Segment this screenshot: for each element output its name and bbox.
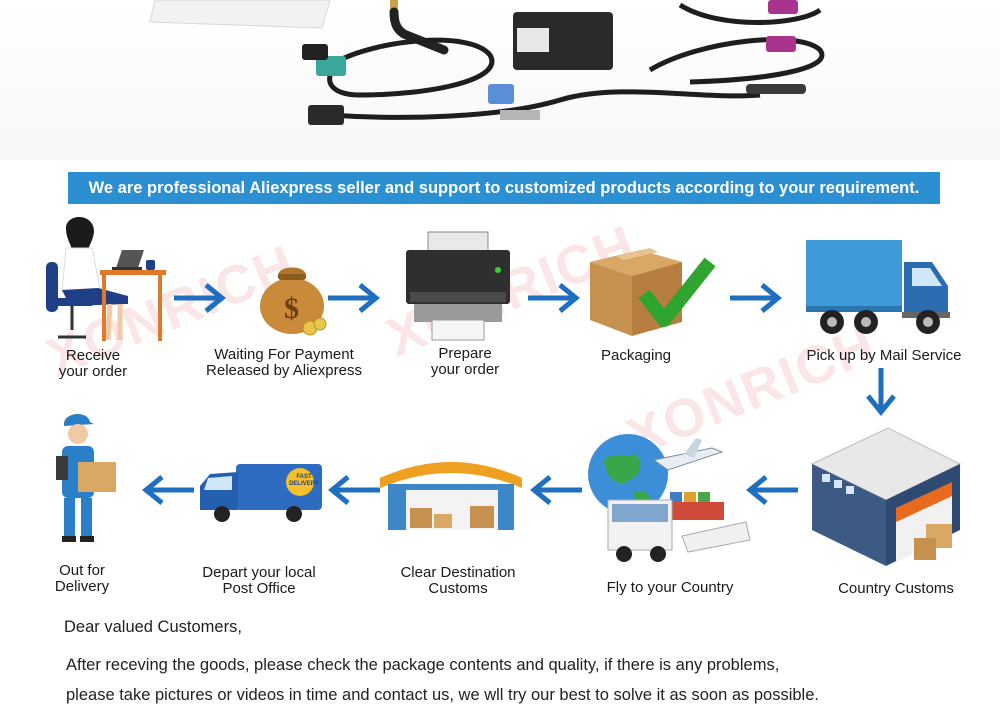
courier-icon <box>56 413 116 542</box>
step-label-payment: Waiting For Payment Released by Aliexpre… <box>206 346 362 379</box>
step-label-pickup: Pick up by Mail Service <box>806 347 962 364</box>
product-photo <box>0 0 1000 160</box>
woman-laptop-icon <box>46 217 166 341</box>
step-label-country-customs: Country Customs <box>838 580 954 597</box>
info-banner: We are professional Aliexpress seller an… <box>68 172 940 204</box>
svg-text:$: $ <box>284 292 299 325</box>
step-label-depart: Depart your local Post Office <box>202 564 316 597</box>
globe-transport-icon <box>588 434 751 562</box>
banner-text: We are professional Aliexpress seller an… <box>88 179 920 197</box>
step-label-packaging: Packaging <box>600 347 672 364</box>
cables-illustration <box>149 0 825 125</box>
arrow-right-icon <box>174 283 226 313</box>
printer-icon <box>406 231 510 341</box>
step-label-fly: Fly to your Country <box>606 579 734 596</box>
delivery-truck-icon <box>806 240 950 334</box>
step-label-prepare: Prepare your order <box>430 345 500 378</box>
van-badge-text: FAST DELIVERY <box>289 474 319 487</box>
arrow-right-icon <box>730 283 782 313</box>
box-check-icon <box>590 248 716 336</box>
arrow-left-icon <box>746 475 798 505</box>
arrow-left-icon <box>142 475 194 505</box>
money-bag-icon: $ <box>260 267 327 336</box>
step-label-receive: Receive your order <box>58 347 128 380</box>
arrow-right-icon <box>528 283 580 313</box>
arrow-left-icon <box>328 475 380 505</box>
arrow-left-icon <box>530 475 582 505</box>
storage-shed-icon <box>380 462 522 530</box>
arrow-right-icon <box>328 283 380 313</box>
warehouse-icon <box>810 427 962 566</box>
message-greeting: Dear valued Customers, <box>64 618 242 636</box>
fast-delivery-van-icon <box>200 464 322 522</box>
step-label-out-for-delivery: Out for Delivery <box>54 562 110 595</box>
step-label-clear-customs: Clear Destination Customs <box>400 564 516 597</box>
message-line-1: After receving the goods, please check t… <box>66 656 780 674</box>
message-line-2: please take pictures or videos in time a… <box>66 686 819 704</box>
arrow-down-icon <box>866 368 896 416</box>
